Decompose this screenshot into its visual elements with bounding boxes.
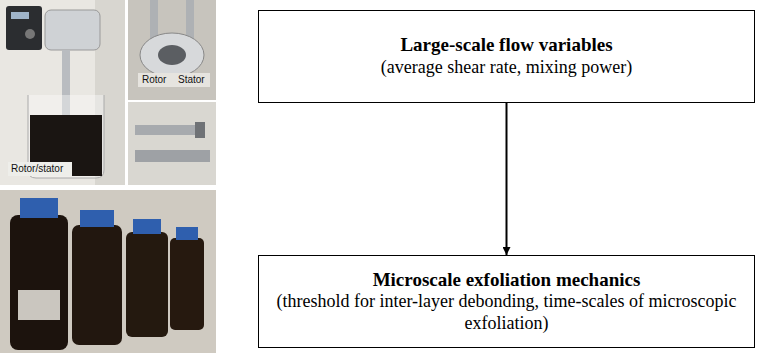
photo-frame xyxy=(128,0,216,100)
display xyxy=(11,12,29,19)
label-ground xyxy=(138,73,210,87)
box-heading: Large-scale flow variables xyxy=(400,34,612,57)
shaft xyxy=(135,125,195,135)
label-ground xyxy=(8,162,72,176)
rotor-head xyxy=(158,45,186,65)
photo-label: Rotor/stator xyxy=(11,163,63,174)
bottle-row xyxy=(10,198,204,350)
knob xyxy=(25,29,35,39)
photo-label: Stator xyxy=(178,74,205,85)
photo-frame xyxy=(128,102,216,185)
stator-tube xyxy=(135,150,210,162)
box-body: (average shear rate, mixing power) xyxy=(381,57,632,79)
box-heading: Microscale exfoliation mechanics xyxy=(373,269,641,292)
process-box: Microscale exfoliation mechanics(thresho… xyxy=(258,255,755,348)
flow-arrow xyxy=(506,103,508,255)
photo-frame xyxy=(0,0,125,185)
motor-housing xyxy=(45,10,100,50)
stator-head xyxy=(140,33,204,77)
box-body: (threshold for inter-layer debonding, ti… xyxy=(273,291,740,334)
process-box: Large-scale flow variables(average shear… xyxy=(258,10,755,103)
rotor-tip xyxy=(195,122,205,138)
rod xyxy=(186,0,194,40)
rod xyxy=(150,0,158,40)
photo-frame xyxy=(0,190,216,353)
controller-box xyxy=(6,6,42,50)
photo-label: Rotor xyxy=(142,74,166,85)
